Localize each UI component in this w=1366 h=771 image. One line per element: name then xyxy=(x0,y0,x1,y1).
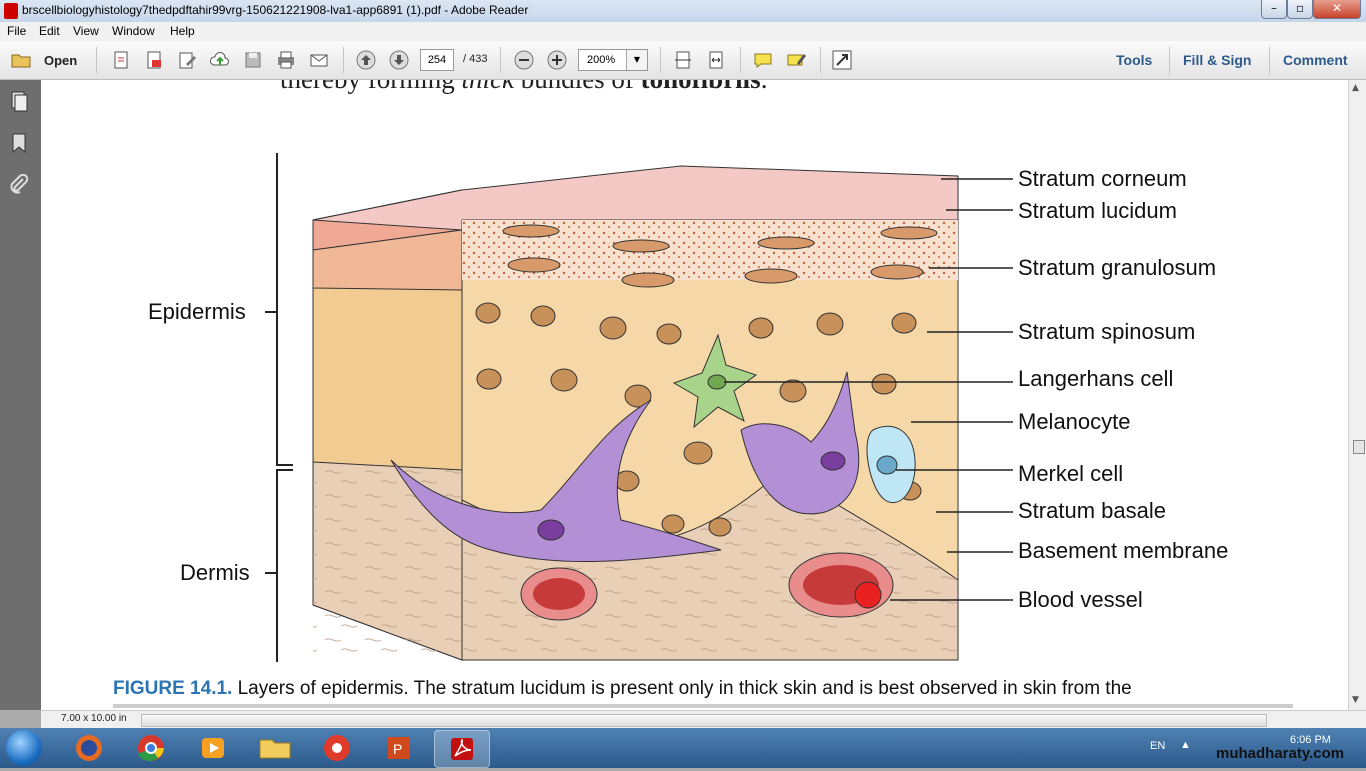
svg-text:P: P xyxy=(393,741,402,757)
print-icon[interactable] xyxy=(275,49,297,71)
scroll-down-icon[interactable]: ▼ xyxy=(1352,695,1359,705)
pdf-app-icon xyxy=(4,3,18,19)
firefox-icon[interactable] xyxy=(62,730,116,766)
clock[interactable]: 6:06 PM xyxy=(1290,734,1331,746)
watermark-logo: muhadharaty.com xyxy=(1216,745,1345,762)
label-langerhans-cell: Langerhans cell xyxy=(1018,366,1174,391)
menu-bar: File Edit View Window Help xyxy=(0,22,1366,41)
skin-layers-illustration xyxy=(265,153,1013,662)
attachment-icon[interactable] xyxy=(8,174,30,196)
toolbar: Open xyxy=(0,41,1366,80)
horizontal-scroll-thumb[interactable] xyxy=(142,715,1266,726)
save-icon[interactable] xyxy=(242,49,264,71)
start-button[interactable] xyxy=(6,730,42,766)
navigation-pane xyxy=(0,80,41,710)
label-basement-membrane: Basement membrane xyxy=(1018,538,1229,563)
menu-edit[interactable]: Edit xyxy=(39,24,60,38)
comment-bubble-icon[interactable] xyxy=(752,49,774,71)
full-screen-icon[interactable] xyxy=(831,49,853,71)
fit-page-icon[interactable] xyxy=(672,49,694,71)
label-merkel-cell: Merkel cell xyxy=(1018,461,1124,486)
label-blood-vessel: Blood vessel xyxy=(1018,587,1143,612)
figure-caption: FIGURE 14.1. Layers of epidermis. The st… xyxy=(113,678,1132,700)
zoom-select[interactable]: 200% ▼ xyxy=(578,49,648,71)
menu-file[interactable]: File xyxy=(7,24,27,38)
minimize-button[interactable]: – xyxy=(1261,0,1287,19)
menu-view[interactable]: View xyxy=(73,24,99,38)
screen-recorder-icon[interactable] xyxy=(310,730,364,766)
caption-next-line-partial xyxy=(113,704,1293,708)
label-epidermis: Epidermis xyxy=(148,299,246,324)
chevron-down-icon[interactable]: ▼ xyxy=(626,50,647,70)
windows-taskbar: P EN ▲ 6:06 PM xyxy=(0,728,1366,768)
email-icon[interactable] xyxy=(308,49,330,71)
chrome-icon[interactable] xyxy=(124,730,178,766)
export-pdf-icon[interactable] xyxy=(143,49,165,71)
label-melanocyte: Melanocyte xyxy=(1018,409,1131,434)
menu-help[interactable]: Help xyxy=(170,24,195,38)
label-stratum-spinosum: Stratum spinosum xyxy=(1018,319,1196,344)
vertical-scrollbar[interactable]: ▲ ▼ xyxy=(1348,80,1366,710)
bookmark-icon[interactable] xyxy=(8,132,30,154)
zoom-out-icon[interactable] xyxy=(513,49,535,71)
scroll-up-icon[interactable]: ▲ xyxy=(1352,83,1359,93)
page-thumbnails-icon[interactable] xyxy=(8,90,30,112)
label-dermis: Dermis xyxy=(180,560,250,585)
label-stratum-granulosum: Stratum granulosum xyxy=(1018,255,1217,280)
page-number-input[interactable] xyxy=(420,49,454,71)
fill-sign-link[interactable]: Fill & Sign xyxy=(1183,52,1252,68)
menu-window[interactable]: Window xyxy=(112,24,155,38)
partial-text-line: thereby forming thick bundles of tonofib… xyxy=(280,80,767,95)
window-titlebar: brscellbiologyhistology7thedpdftahir99vr… xyxy=(0,0,1366,22)
label-stratum-lucidum: Stratum lucidum xyxy=(1018,198,1177,223)
previous-page-icon[interactable] xyxy=(355,49,377,71)
tools-link[interactable]: Tools xyxy=(1116,52,1153,68)
close-button[interactable]: ✕ xyxy=(1313,0,1361,19)
label-stratum-corneum: Stratum corneum xyxy=(1018,166,1187,191)
caption-text: Layers of epidermis. The stratum lucidum… xyxy=(232,678,1132,699)
highlight-icon[interactable] xyxy=(785,49,807,71)
zoom-in-icon[interactable] xyxy=(546,49,568,71)
caption-number: FIGURE 14.1. xyxy=(113,678,233,699)
zoom-value: 200% xyxy=(587,54,616,66)
page-total: / 433 xyxy=(463,53,488,65)
comment-link[interactable]: Comment xyxy=(1283,52,1348,68)
edit-pdf-icon[interactable] xyxy=(176,49,198,71)
language-indicator[interactable]: EN xyxy=(1150,740,1166,752)
folder-open-icon[interactable] xyxy=(10,49,32,71)
page-size-readout: 7.00 x 10.00 in xyxy=(61,713,127,724)
scroll-thumb[interactable] xyxy=(1353,440,1365,454)
status-bar: 7.00 x 10.00 in xyxy=(41,710,1366,729)
create-pdf-icon[interactable] xyxy=(110,49,132,71)
window-title: brscellbiologyhistology7thedpdftahir99vr… xyxy=(22,3,529,17)
next-page-icon[interactable] xyxy=(388,49,410,71)
media-player-icon[interactable] xyxy=(186,730,240,766)
tray-expand-icon[interactable]: ▲ xyxy=(1180,739,1191,751)
horizontal-scrollbar[interactable] xyxy=(141,714,1267,727)
label-stratum-basale: Stratum basale xyxy=(1018,498,1166,523)
file-explorer-icon[interactable] xyxy=(248,730,302,766)
document-page: thereby forming thick bundles of tonofib… xyxy=(41,80,1348,710)
powerpoint-icon[interactable]: P xyxy=(372,730,426,766)
adobe-reader-icon[interactable] xyxy=(434,730,490,768)
upload-cloud-icon[interactable] xyxy=(209,49,231,71)
fit-width-icon[interactable] xyxy=(705,49,727,71)
open-button[interactable]: Open xyxy=(44,53,78,68)
maximize-button[interactable]: ▫ xyxy=(1287,0,1313,19)
